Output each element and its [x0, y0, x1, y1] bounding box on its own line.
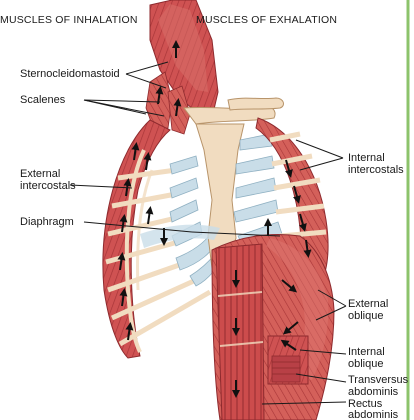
label-external-intercostals-line1: External [20, 168, 61, 180]
label-sternocleidomastoid: Sternocleidomastoid [20, 68, 120, 80]
clavicle-right-bone [227, 97, 284, 111]
label-external-intercostals-line2: intercostals [20, 180, 76, 192]
transversus-abdominis-window [271, 355, 301, 383]
label-internal-oblique-line2: oblique [348, 358, 384, 370]
label-scalenes: Scalenes [20, 94, 66, 106]
clavicle-bone [183, 106, 276, 125]
costal-cartilage-right [233, 133, 283, 249]
label-internal-oblique-line1: Internal [348, 346, 385, 358]
label-diaphragm: Diaphragm [20, 216, 74, 228]
label-rectus-abdominis-line2: abdominis [348, 409, 399, 420]
label-internal-intercostals-line1: Internal [348, 152, 385, 164]
inhalation-heading: MUSCLES OF INHALATION [0, 14, 138, 26]
label-external-oblique-line1: External [348, 298, 389, 310]
sternocleidomastoid-muscle [149, 0, 219, 119]
rectus-abdominis-muscle [215, 243, 265, 420]
exhalation-heading: MUSCLES OF EXHALATION [196, 14, 338, 26]
leader-lines [69, 61, 347, 405]
label-rectus-abdominis-line1: Rectus [348, 398, 383, 410]
ribcage-left [102, 119, 212, 359]
label-internal-intercostals-line2: intercostals [348, 164, 404, 176]
label-external-oblique-line2: oblique [348, 310, 384, 322]
label-transversus-abdominis-line1: Transversus [348, 374, 409, 386]
label-transversus-abdominis-line2: abdominis [348, 386, 399, 398]
action-arrows [117, 40, 312, 398]
